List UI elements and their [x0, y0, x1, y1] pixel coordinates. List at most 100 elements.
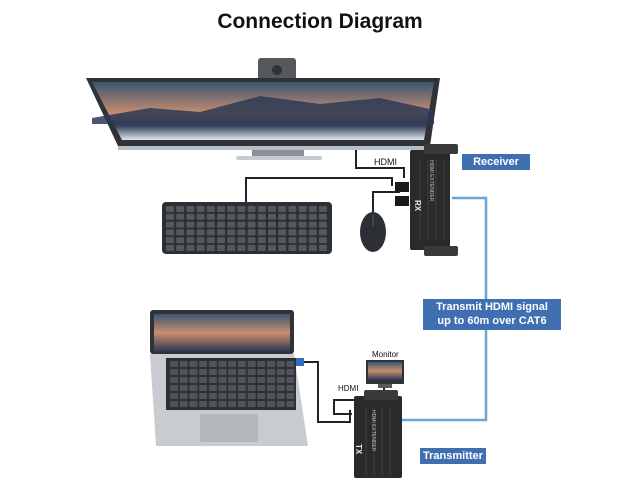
key	[196, 206, 205, 212]
key	[227, 237, 236, 244]
key	[286, 393, 295, 399]
key	[189, 385, 198, 391]
key	[166, 245, 174, 251]
key	[319, 237, 327, 244]
key	[286, 361, 295, 367]
key	[276, 401, 285, 407]
key	[218, 385, 227, 391]
key	[286, 369, 295, 375]
key	[237, 369, 246, 375]
key	[196, 221, 205, 228]
key	[267, 377, 275, 383]
key	[206, 229, 215, 236]
laptop-icon	[150, 310, 308, 446]
key	[308, 229, 317, 236]
transmit-line-2: up to 60m over CAT6	[437, 315, 547, 327]
key	[237, 237, 246, 244]
key	[276, 385, 285, 391]
key	[268, 229, 276, 236]
key	[199, 401, 208, 407]
key	[206, 237, 215, 244]
key	[288, 237, 297, 244]
key	[257, 401, 266, 407]
key	[276, 369, 285, 375]
key	[196, 237, 205, 244]
key	[176, 213, 185, 220]
key	[176, 221, 185, 228]
key	[179, 369, 188, 375]
hdmi-label-bottom: HDMI	[338, 384, 359, 393]
key	[288, 229, 297, 236]
receiver-cables	[245, 150, 405, 212]
transmit-info-box: Transmit HDMI signal up to 60m over CAT6	[423, 299, 561, 330]
key	[227, 245, 236, 251]
key	[170, 393, 178, 399]
key	[268, 245, 276, 251]
key	[186, 221, 195, 228]
key	[208, 385, 217, 391]
key	[257, 229, 266, 236]
key	[237, 385, 246, 391]
key	[237, 245, 246, 251]
key	[308, 237, 317, 244]
key	[267, 385, 275, 391]
hdmi-label-top: HDMI	[374, 157, 397, 167]
key	[208, 393, 217, 399]
key	[319, 206, 327, 212]
key	[176, 245, 185, 251]
key	[186, 237, 195, 244]
key	[228, 393, 237, 399]
key	[247, 401, 256, 407]
key	[286, 377, 295, 383]
key	[257, 385, 266, 391]
key	[166, 206, 174, 212]
key	[308, 206, 317, 212]
key	[298, 206, 307, 212]
key	[189, 369, 198, 375]
key	[257, 206, 266, 212]
key	[196, 213, 205, 220]
key	[228, 401, 237, 407]
key	[247, 213, 256, 220]
key	[276, 393, 285, 399]
key	[298, 245, 307, 251]
key	[218, 377, 227, 383]
key	[237, 206, 246, 212]
key	[206, 245, 215, 251]
key	[189, 361, 198, 367]
key	[227, 206, 236, 212]
key	[257, 245, 266, 251]
key	[247, 221, 256, 228]
key	[170, 385, 178, 391]
key	[288, 245, 297, 251]
key	[237, 361, 246, 367]
key	[218, 401, 227, 407]
key	[228, 377, 237, 383]
key	[196, 245, 205, 251]
key	[170, 369, 178, 375]
key	[237, 221, 246, 228]
key	[179, 401, 188, 407]
key	[237, 377, 246, 383]
key	[257, 361, 266, 367]
key	[208, 401, 217, 407]
transmitter-device-text: HDMI EXTENDER	[370, 410, 376, 452]
key	[257, 213, 266, 220]
key	[247, 229, 256, 236]
key	[186, 229, 195, 236]
key	[166, 213, 174, 220]
key	[170, 361, 178, 367]
key	[208, 369, 217, 375]
tx-label: TX	[354, 444, 363, 455]
key	[199, 361, 208, 367]
key	[227, 221, 236, 228]
key	[286, 401, 295, 407]
rx-label: RX	[413, 200, 422, 212]
key	[237, 213, 246, 220]
key	[218, 393, 227, 399]
key	[237, 401, 246, 407]
key	[319, 245, 327, 251]
key	[319, 213, 327, 220]
key	[179, 361, 188, 367]
key	[176, 206, 185, 212]
